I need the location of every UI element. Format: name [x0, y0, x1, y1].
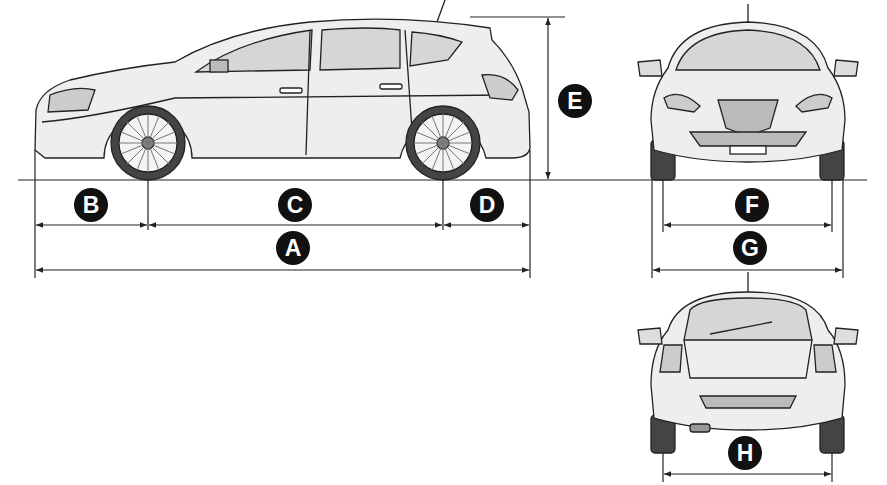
callout-letter-text: F [745, 194, 759, 217]
callout-letter: F [735, 188, 769, 222]
callout-letter: D [470, 188, 504, 222]
callout-letter-text: H [737, 442, 754, 465]
callout-letter: C [278, 188, 312, 222]
callout-letter-text: B [83, 194, 100, 217]
callout-letter-text: C [287, 194, 304, 217]
callout-letter-text: D [479, 194, 496, 217]
dimension-lines [18, 17, 867, 482]
callout-letter: G [733, 231, 767, 265]
callout-letter-text: G [741, 237, 759, 260]
car-rear-view [638, 272, 858, 453]
callout-letter: E [558, 84, 592, 118]
car-side-view [35, 0, 530, 180]
callout-letter-text: A [285, 237, 302, 260]
callout-letter: H [728, 436, 762, 470]
callout-letter: A [276, 231, 310, 265]
callout-letter: B [74, 188, 108, 222]
car-front-view [638, 4, 858, 180]
callout-letter-text: E [567, 90, 582, 113]
